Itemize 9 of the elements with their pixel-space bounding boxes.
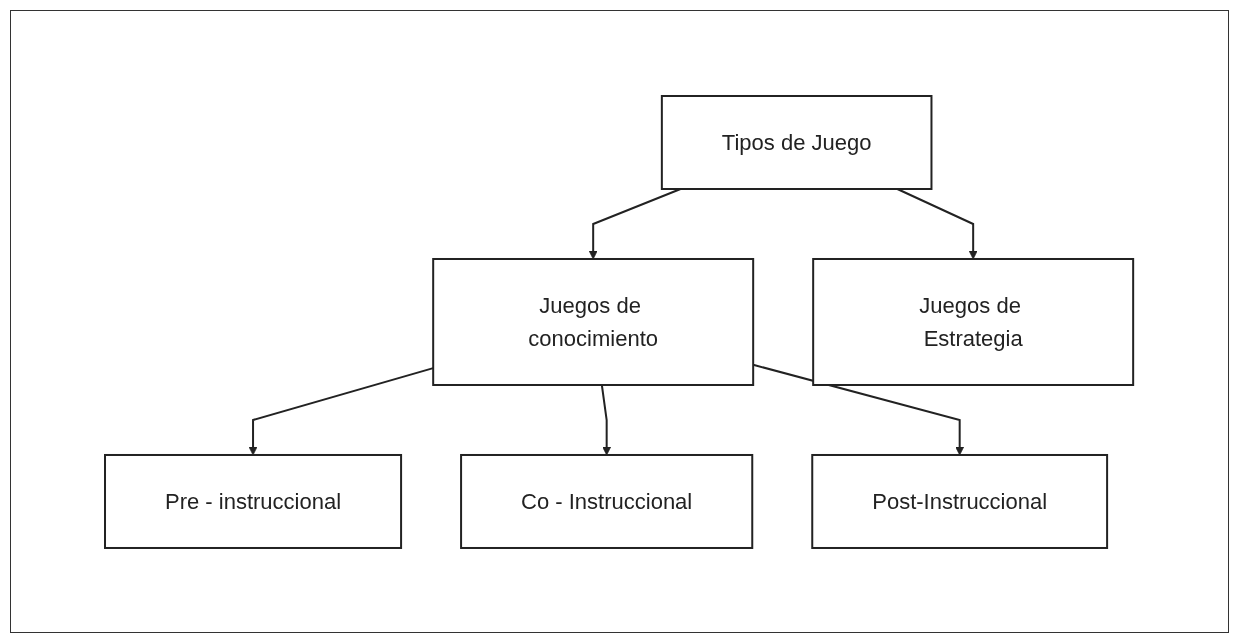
node-box: Post-Instruccional <box>811 453 1109 549</box>
arrow <box>589 187 682 259</box>
node-box: Co - Instruccional <box>460 453 754 549</box>
node-box: Juegos de Estrategia <box>812 257 1135 386</box>
arrow <box>896 187 978 259</box>
node-box: Tipos de Juego <box>661 94 933 190</box>
node-box: Pre - instruccional <box>104 453 403 549</box>
arrow <box>601 383 612 455</box>
node-box: Juegos de conocimiento <box>432 257 755 386</box>
